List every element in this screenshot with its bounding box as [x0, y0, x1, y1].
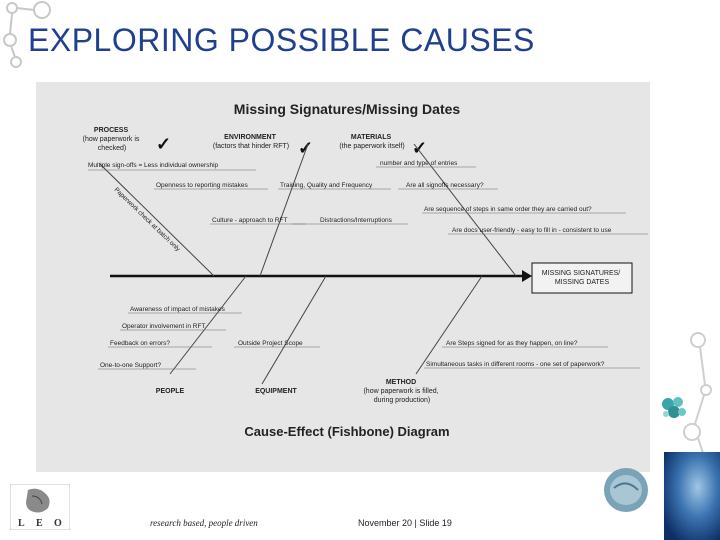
spine-arrowhead — [522, 270, 532, 282]
footer-info: November 20 | Slide 19 — [358, 518, 452, 528]
effect-box — [531, 262, 633, 294]
category-process-line: checked) — [98, 145, 126, 152]
bone-method — [415, 275, 483, 375]
footer-slide-number: Slide 19 — [419, 518, 452, 528]
logo-letter: O — [54, 518, 62, 529]
category-materials-line: (the paperwork itself) — [339, 143, 404, 150]
cause-feedback: Feedback on errors? — [110, 340, 170, 347]
effect-label-line: MISSING SIGNATURES/ — [542, 270, 620, 277]
cause-awareness: Awareness of impact of mistakes — [130, 306, 226, 313]
cause-culture: Culture - approach to RFT — [212, 217, 288, 224]
cause-one-to-one: One-to-one Support? — [100, 362, 161, 369]
category-environment-line: (factors that hinder RFT) — [213, 143, 289, 150]
cause-simultaneous: Simultaneous tasks in different rooms - … — [426, 361, 605, 368]
diagram-title: Missing Signatures/Missing Dates — [234, 101, 461, 117]
bone-environment — [259, 143, 309, 277]
category-people: PEOPLE — [156, 388, 185, 395]
decorative-circles — [3, 1, 51, 68]
category-materials-line: MATERIALS — [351, 134, 392, 141]
cause-user-friendly: Are docs user-friendly - easy to fill in… — [452, 227, 612, 234]
cause-outside-scope: Outside Project Scope — [238, 340, 303, 347]
cause-paperwork-check: Paperwork check at batch only — [113, 186, 182, 253]
logo-letter: E — [36, 518, 43, 529]
footer-date: November 20 — [358, 518, 413, 528]
cause-multiple-signoffs: Multiple sign-offs = Less individual own… — [88, 162, 219, 169]
category-method: METHOD (how paperwork is filled, during … — [363, 379, 440, 404]
cause-training: Training, Quality and Frequency — [280, 182, 373, 189]
slide-title: EXPLORING POSSIBLE CAUSES — [28, 22, 535, 58]
category-method-line: METHOD — [386, 379, 416, 386]
logo-letter: L — [18, 518, 25, 529]
bone-people — [169, 275, 247, 375]
molecule-image — [662, 397, 686, 418]
bone-process — [99, 163, 215, 277]
diagram-caption: Cause-Effect (Fishbone) Diagram — [244, 424, 449, 439]
cause-number-type: number and type of entries — [380, 160, 458, 167]
fishbone-panel: Missing Signatures/Missing Dates PROCESS… — [36, 82, 650, 472]
cause-distractions: Distractions/Interruptions — [320, 217, 393, 224]
effect-label-line: MISSING DATES — [555, 279, 610, 286]
bone-equipment — [261, 275, 327, 385]
effect-label: MISSING SIGNATURES/ MISSING DATES — [542, 270, 622, 286]
category-process: PROCESS (how paperwork is checked) — [83, 127, 142, 152]
category-method-line: (how paperwork is filled, — [363, 388, 438, 395]
category-process-line: (how paperwork is — [83, 136, 140, 143]
corner-photo — [604, 452, 720, 540]
fishbone-diagram: Missing Signatures/Missing Dates PROCESS… — [83, 101, 648, 439]
leo-logo: L E O — [10, 484, 70, 530]
category-method-line: during production) — [374, 397, 430, 404]
check-mark: ✓ — [156, 134, 171, 154]
category-environment: ENVIRONMENT (factors that hinder RFT) — [213, 134, 289, 150]
cause-sequence: Are sequence of steps in same order they… — [424, 206, 592, 213]
cause-operator: Operator involvement in RFT — [122, 323, 205, 330]
category-process-line: PROCESS — [94, 127, 129, 134]
category-materials: MATERIALS (the paperwork itself) — [339, 134, 404, 150]
footer-separator: | — [414, 518, 417, 528]
cause-steps-signed: Are Steps signed for as they happen, on … — [446, 340, 578, 347]
cause-all-signoffs: Are all signoffs necessary? — [406, 182, 484, 189]
check-mark: ✓ — [412, 138, 427, 158]
category-environment-line: ENVIRONMENT — [224, 134, 276, 141]
cause-openness: Openness to reporting mistakes — [156, 182, 249, 189]
footer-tagline: research based, people driven — [150, 518, 258, 528]
check-mark: ✓ — [298, 138, 313, 158]
category-equipment: EQUIPMENT — [255, 388, 297, 395]
bone-materials — [413, 143, 517, 277]
